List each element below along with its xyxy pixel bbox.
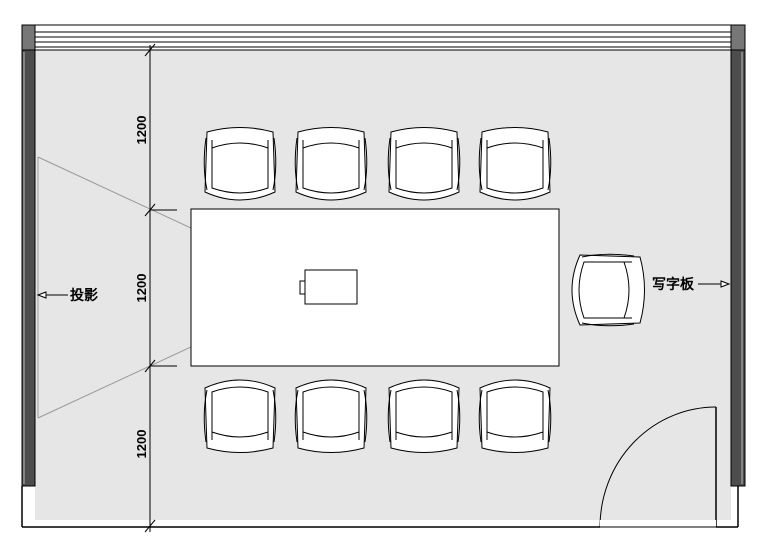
door [599, 406, 717, 528]
chair [203, 379, 277, 453]
chair [294, 379, 368, 453]
projection-label: 投影 [70, 288, 98, 304]
chair [294, 127, 368, 201]
whiteboard-label: 写字板 [652, 276, 695, 293]
dimension-bottom: 1200 [134, 430, 149, 459]
whiteboard-leader [698, 280, 731, 288]
projector [299, 269, 358, 305]
right-wall [715, 24, 746, 528]
left-wall [21, 24, 36, 527]
dimension-top: 1200 [134, 116, 149, 145]
chair [478, 379, 552, 453]
chair [387, 127, 461, 201]
dimension-middle: 1200 [134, 274, 149, 303]
top-window [22, 24, 745, 51]
chair [478, 127, 552, 201]
dimension-line [144, 43, 177, 533]
chair [571, 253, 645, 327]
chair [387, 379, 461, 453]
projection-leader [36, 291, 68, 299]
chair [203, 127, 277, 201]
conference-table [190, 208, 560, 367]
